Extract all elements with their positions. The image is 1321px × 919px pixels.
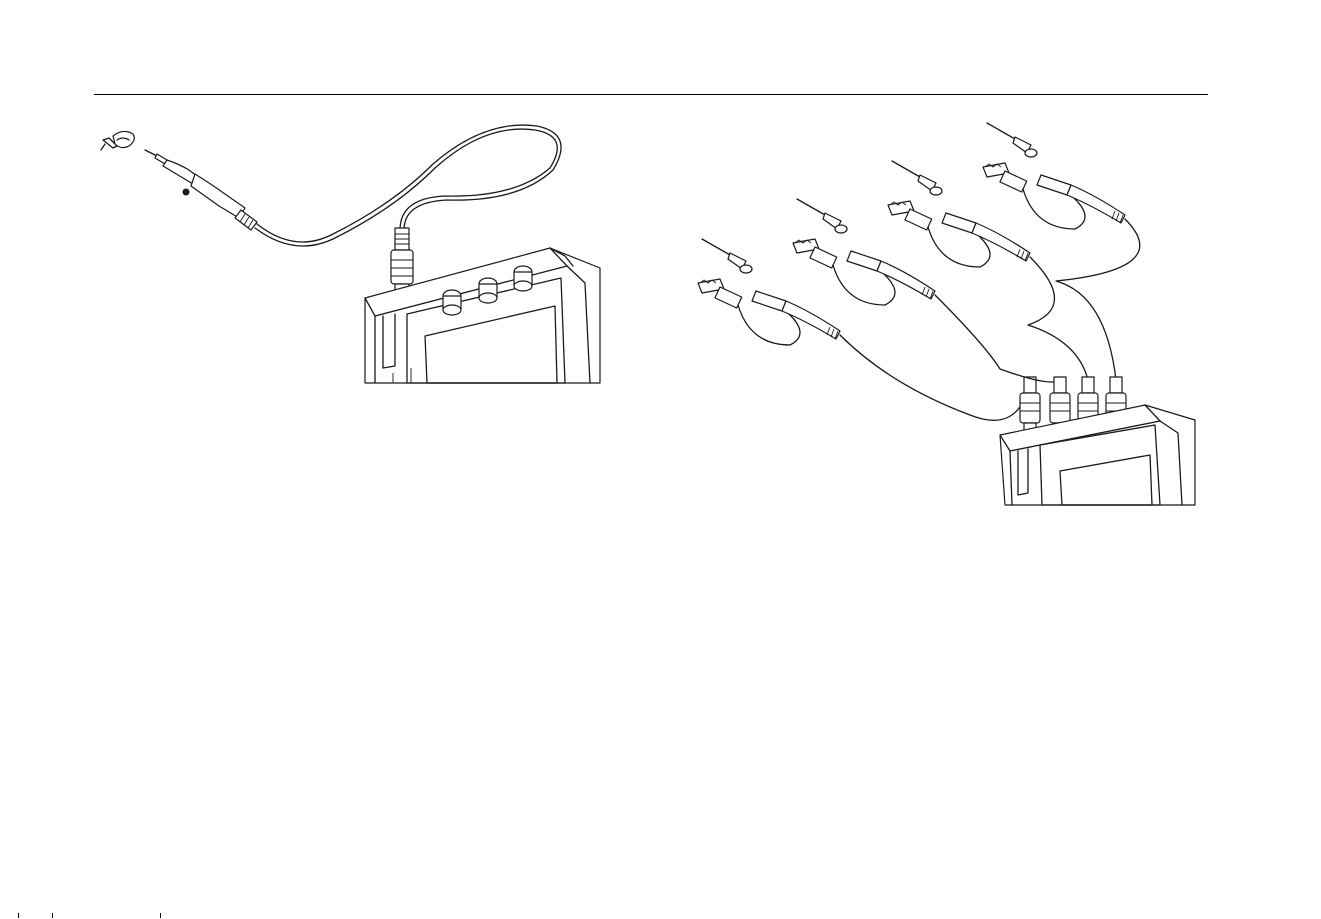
probe-handle-icon [877,261,935,299]
probe-handle-icon [782,301,840,339]
probe-body-icon [847,251,881,271]
probe-body-icon [942,213,976,233]
probe-tip-ring-icon [740,265,752,273]
probe-icon [145,150,257,230]
bnc-connector-icon [1054,377,1066,393]
single-probe-figure [95,118,625,388]
bnc-shell-icon [1050,393,1070,423]
probe-hook-clip-icon [101,131,134,150]
probe-tip-icon [892,161,920,177]
probe-tip-icon [987,123,1015,139]
probe-tip-ring-icon [835,225,847,233]
probe-tip-ring-icon [930,187,942,195]
probe-cable-icon [1056,219,1140,380]
probe-tip-ring-icon [1025,149,1037,157]
crop-mark [52,913,58,918]
crop-mark [160,913,166,918]
probe-body-icon [1037,175,1071,195]
bnc-connector-icon [1110,377,1122,393]
probe-handle-icon [1067,185,1125,223]
probe-cable-icon [1028,257,1088,380]
header-rule [94,94,1208,95]
probe-cable-icon [840,335,1030,420]
probe-handle-icon [972,223,1030,261]
probe-cable-icon [935,295,1060,382]
probe-body-icon [752,291,786,311]
footer-crop-marks [0,908,1321,919]
bnc-connector-icon [1082,377,1094,393]
probe-tip-icon [797,199,825,215]
bnc-shell-icon [1020,393,1040,423]
probe-tip-icon [702,239,730,255]
four-probe-figure [690,115,1210,510]
crop-mark [18,913,24,918]
